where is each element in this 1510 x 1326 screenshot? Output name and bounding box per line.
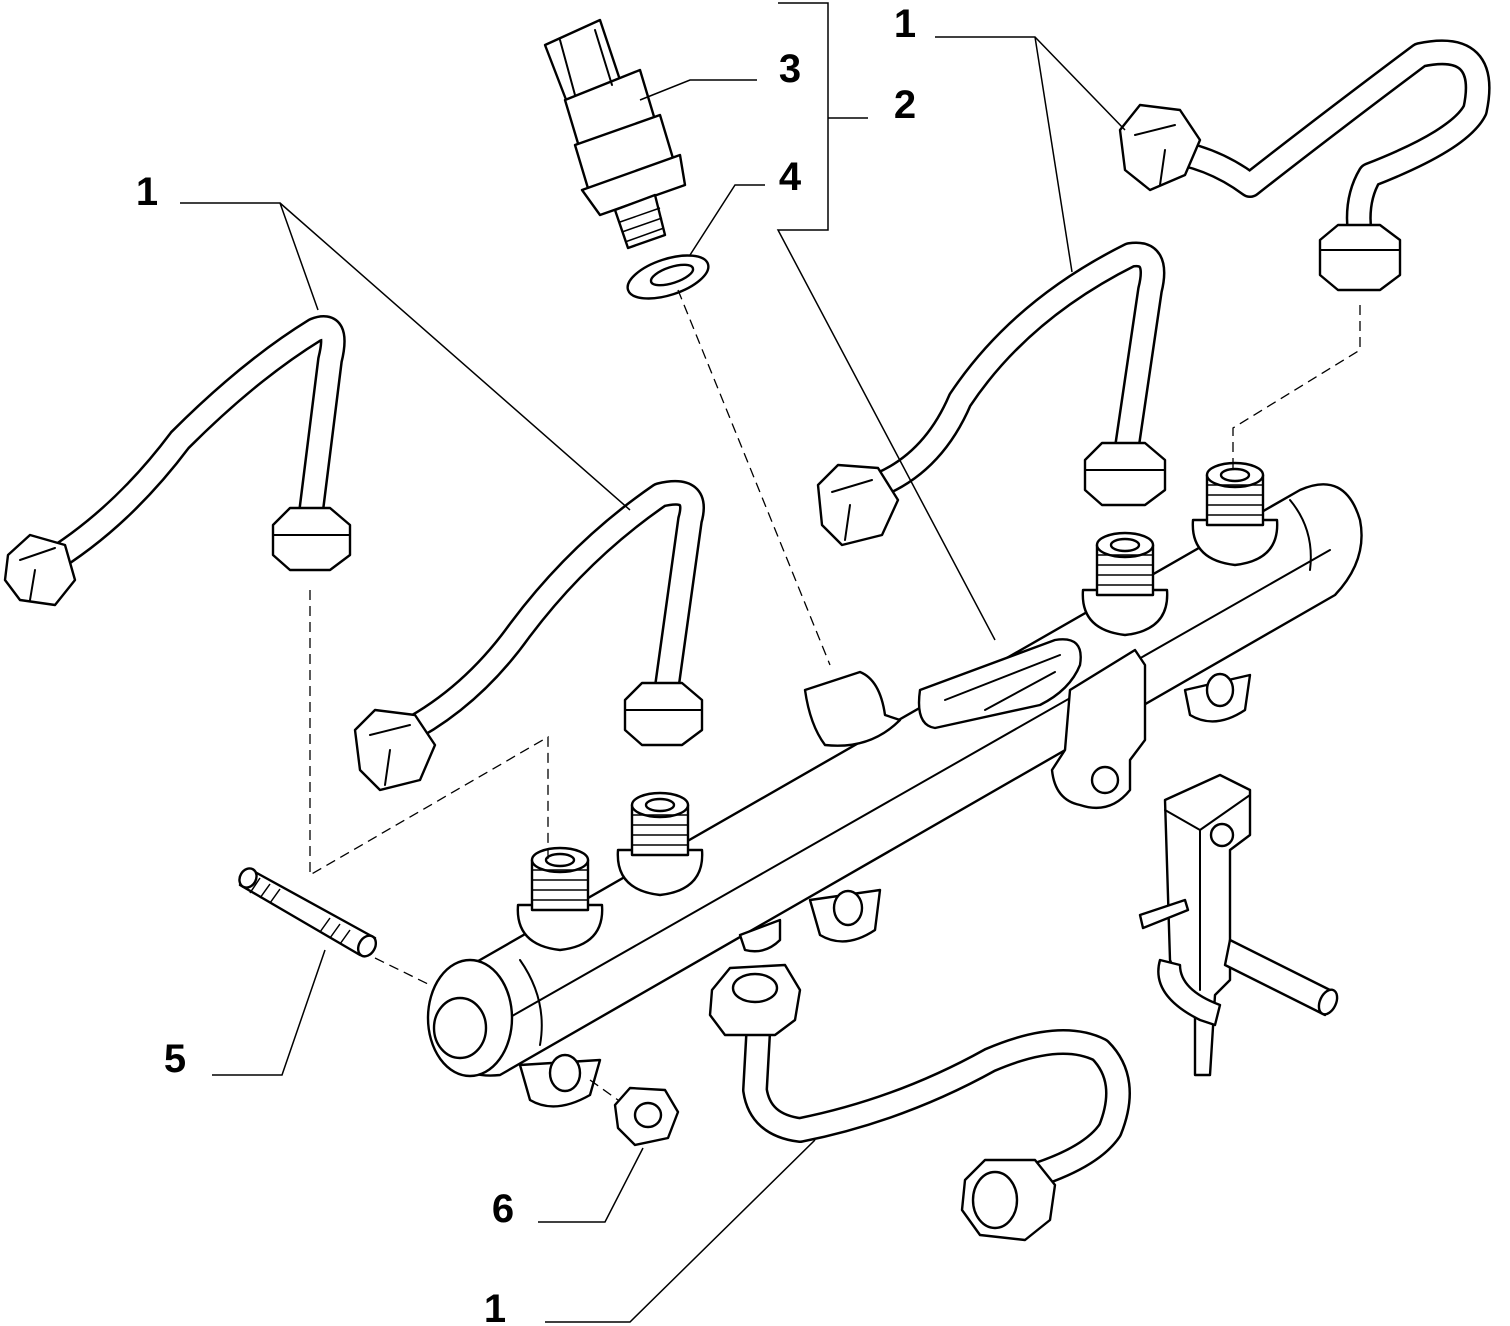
leader-lines: [180, 2, 1126, 1323]
high-pressure-pipe-center-right: [816, 241, 1167, 547]
callout-4: 4: [779, 155, 802, 199]
fuel-pressure-sensor: [543, 18, 687, 250]
callout-2: 2: [894, 83, 916, 127]
callout-6: 6: [492, 1187, 514, 1231]
alignment-dashed-lines: [309, 289, 1361, 1101]
high-pressure-pipe-middle-left: [353, 479, 705, 792]
callout-5: 5: [164, 1037, 186, 1081]
high-pressure-pipe-bottom: [708, 963, 1131, 1242]
sealing-washer: [626, 254, 710, 300]
callout-3: 3: [779, 47, 801, 91]
high-pressure-pipe-upper-left: [3, 315, 352, 607]
high-pressure-pipe-top-right: [1118, 39, 1491, 292]
stud: [238, 867, 378, 958]
callout-1-bottom: 1: [484, 1287, 506, 1326]
callout-1-upper-left: 1: [136, 170, 158, 214]
callout-1-upper-right: 1: [894, 2, 916, 46]
nut: [613, 1086, 680, 1147]
rail-fittings: [516, 461, 1279, 952]
mounting-bracket: [1138, 773, 1339, 1077]
callout-labels: 1 3 2 4 1 5 6 1: [136, 2, 916, 1326]
